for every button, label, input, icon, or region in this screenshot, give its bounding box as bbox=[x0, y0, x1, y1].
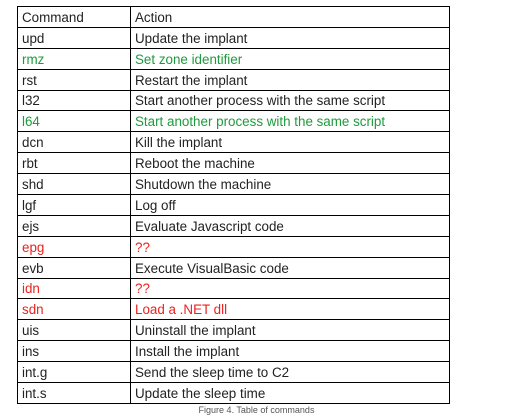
command-cell: l64 bbox=[17, 110, 131, 133]
column-header-command: Command bbox=[17, 6, 131, 28]
action-cell: Evaluate Javascript code bbox=[130, 214, 450, 237]
action-cell: Start another process with the same scri… bbox=[130, 110, 450, 133]
table-row: epg?? bbox=[17, 235, 450, 258]
table-header-row: Command Action bbox=[17, 6, 450, 28]
command-cell: rmz bbox=[17, 47, 131, 70]
action-cell: Log off bbox=[130, 194, 450, 216]
command-cell: ins bbox=[17, 340, 131, 363]
action-cell: Restart the implant bbox=[130, 68, 450, 91]
command-cell: dcn bbox=[17, 131, 131, 154]
command-cell: upd bbox=[17, 26, 131, 49]
action-cell: Reboot the machine bbox=[130, 152, 450, 175]
action-cell: Update the sleep time bbox=[130, 382, 450, 404]
action-cell: Uninstall the implant bbox=[130, 319, 450, 342]
action-cell: Kill the implant bbox=[130, 131, 450, 154]
table-row: idn?? bbox=[17, 277, 450, 300]
command-cell: uis bbox=[17, 319, 131, 342]
command-cell: int.g bbox=[17, 361, 131, 384]
table-caption: Figure 4. Table of commands bbox=[198, 405, 315, 415]
command-cell: ejs bbox=[17, 214, 131, 237]
action-cell: Load a .NET dll bbox=[130, 298, 450, 321]
command-cell: rbt bbox=[17, 152, 131, 175]
command-cell: l32 bbox=[17, 89, 131, 112]
command-cell: sdn bbox=[17, 298, 131, 321]
command-cell: lgf bbox=[17, 194, 131, 216]
action-cell: ?? bbox=[130, 235, 450, 258]
action-cell: Execute VisualBasic code bbox=[130, 256, 450, 279]
action-cell: Start another process with the same scri… bbox=[130, 89, 450, 112]
action-cell: Send the sleep time to C2 bbox=[130, 361, 450, 384]
action-cell: Set zone identifier bbox=[130, 47, 450, 70]
column-header-action: Action bbox=[130, 6, 450, 28]
command-cell: rst bbox=[17, 68, 131, 91]
command-cell: idn bbox=[17, 277, 131, 300]
command-cell: epg bbox=[17, 235, 131, 258]
action-cell: Shutdown the machine bbox=[130, 173, 450, 196]
action-cell: ?? bbox=[130, 277, 450, 300]
action-cell: Install the implant bbox=[130, 340, 450, 363]
action-cell: Update the implant bbox=[130, 26, 450, 49]
command-cell: int.s bbox=[17, 382, 131, 404]
command-cell: evb bbox=[17, 256, 131, 279]
command-cell: shd bbox=[17, 173, 131, 196]
